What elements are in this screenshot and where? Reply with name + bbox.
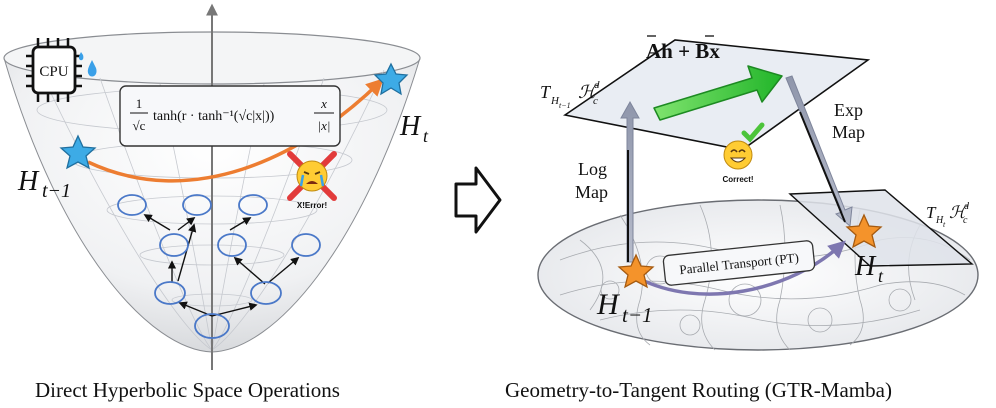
- tree-nodes: [117, 194, 321, 339]
- tree-edges: [143, 214, 300, 317]
- formula-coef-den: √c: [133, 118, 146, 133]
- tree-node: [159, 233, 189, 257]
- tree-node: [250, 281, 282, 305]
- label-ht-right-base: H: [854, 251, 877, 282]
- tangent-right-T: T: [926, 203, 937, 222]
- orange-mapping-path: [87, 78, 384, 183]
- label-ht-right: H t: [854, 251, 884, 286]
- label-ht-base: H: [399, 111, 422, 142]
- tangent-top-d: d: [594, 79, 600, 91]
- label-ht-right-sub: t: [878, 266, 884, 286]
- parallel-transport-box: Parallel Transport (PT): [662, 240, 816, 286]
- label-htm1-right-base: H: [596, 288, 621, 321]
- label-ht-minus-1-right: H t−1: [596, 288, 653, 327]
- label-ht-minus-1: H t−1: [17, 166, 71, 202]
- formula-frac-den: |x|: [318, 118, 331, 133]
- tangent-right-calH: ℋ: [949, 203, 969, 222]
- label-htm1-base: H: [17, 166, 40, 197]
- tangent-top-T: T: [540, 82, 552, 102]
- formula-body: tanh(r · tanh⁻¹(√c|x|)): [153, 109, 275, 124]
- tree-node: [182, 194, 212, 216]
- caption-right: Geometry-to-Tangent Routing (GTR-Mamba): [505, 378, 892, 402]
- smiley-correct-icon: Correct!: [722, 122, 765, 184]
- green-update-arrow: [653, 65, 783, 121]
- tangent-top-subsub: t−1: [559, 101, 571, 110]
- parallel-transport-path: [637, 240, 846, 296]
- exp-map-label-line2: Map: [832, 122, 865, 142]
- log-map-label-line1: Log: [578, 159, 607, 179]
- tree-node: [291, 233, 321, 257]
- caption-left: Direct Hyperbolic Space Operations: [35, 378, 340, 402]
- right-panel: Ah + Bx T H t−1 ℋ c d T H t ℋ c d Log Ma…: [537, 35, 979, 351]
- formula-coef-num: 1: [136, 96, 143, 111]
- tangent-right-c: c: [963, 215, 968, 226]
- plane-formula-text: Ah + Bx: [646, 39, 720, 63]
- tangent-label-right: T H t ℋ c d: [926, 201, 970, 229]
- cpu-chip-icon: CPU: [26, 38, 97, 102]
- tangent-top-c: c: [593, 95, 598, 107]
- log-map-label-line2: Map: [575, 182, 608, 202]
- star-icon-ht-minus-1: [59, 134, 97, 170]
- tangent-right-sub: H: [935, 215, 944, 226]
- tree-node-root: [194, 313, 230, 339]
- sweat-drop-icon: [87, 60, 97, 77]
- formula-frac-num: x: [320, 96, 327, 111]
- label-htm1-sub: t−1: [42, 180, 71, 202]
- tangent-label-top: T H t−1 ℋ c d: [540, 79, 600, 110]
- tangent-right-subsub: t: [943, 220, 946, 229]
- plane-formula: Ah + Bx: [646, 35, 720, 63]
- label-ht-sub: t: [423, 126, 429, 146]
- log-map-arrow: [620, 100, 640, 263]
- formula-box: 1 √c tanh(r · tanh⁻¹(√c|x|)) x |x|: [119, 85, 341, 147]
- tangent-top-calH: ℋ: [578, 82, 599, 102]
- left-panel: CPU 1 √c tanh(r · tanh⁻¹(√c|x|)) x |x| H…: [3, 3, 429, 370]
- tree-node: [217, 233, 247, 257]
- label-ht: H t: [399, 111, 429, 146]
- tangent-top-sub: H: [550, 95, 560, 107]
- label-htm1-right-sub: t−1: [622, 303, 653, 327]
- star-icon-ht-minus-1-right: [617, 253, 655, 289]
- star-icon-ht: [373, 62, 409, 96]
- cpu-label: CPU: [39, 64, 68, 80]
- tree-node: [154, 281, 186, 305]
- exp-map-label-line1: Exp: [834, 100, 863, 120]
- star-icon-ht-right: [845, 213, 883, 249]
- tree-node: [238, 194, 268, 216]
- transition-arrow-icon: [454, 166, 502, 234]
- tree-node: [117, 194, 147, 216]
- correct-label: Correct!: [722, 175, 753, 184]
- error-label: X!Error!: [297, 201, 327, 210]
- tangent-right-d: d: [964, 201, 970, 212]
- crying-error-icon: X!Error!: [287, 151, 337, 210]
